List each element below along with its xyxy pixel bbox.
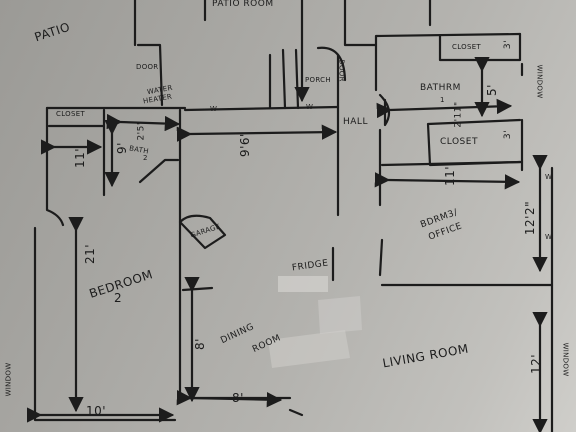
window-label-right-bottom: WINDOW xyxy=(561,342,570,377)
dim-8: 8' xyxy=(192,338,207,350)
dim-8-bottom: 8' xyxy=(232,391,244,405)
window-mark-2: W xyxy=(306,103,314,111)
wall-bath-top xyxy=(374,32,522,92)
closet-label-left: CLOSET xyxy=(56,110,85,118)
tape-strips xyxy=(268,276,362,368)
porch-steps xyxy=(268,48,300,110)
bath2-number: 2 xyxy=(143,154,148,162)
dim-12: 12' xyxy=(529,353,544,375)
garage-shape xyxy=(178,214,227,250)
dim-10: 10' xyxy=(86,404,107,418)
wall-living-top xyxy=(378,238,554,287)
door-swing-left xyxy=(45,106,65,227)
window-label-right-top: WINDOW xyxy=(535,64,544,99)
dim-3: 3' xyxy=(503,39,514,50)
door-label: DOOR xyxy=(136,63,159,71)
dim-12-2: 12'2" xyxy=(523,200,538,236)
dim-3-b: 3' xyxy=(503,129,514,140)
window-mark-3: W xyxy=(545,173,553,181)
bedroom2-number: 2 xyxy=(114,291,123,305)
dim-2-5: 2'5" xyxy=(136,120,147,141)
dim-11-b: 11' xyxy=(443,165,458,187)
wall-bedroom-left-bottom xyxy=(33,226,177,422)
wall-closet-left xyxy=(47,108,106,197)
wall-porch xyxy=(343,0,377,47)
dim-11: 11' xyxy=(73,147,88,169)
window-label-left: WINDOW xyxy=(4,362,13,397)
stair-mark xyxy=(138,158,180,184)
closet-label-top-right: CLOSET xyxy=(452,43,481,51)
closet-label-mid-right: CLOSET xyxy=(440,137,478,147)
bath1-label: BATHRM xyxy=(420,83,461,93)
dim-21: 21' xyxy=(83,243,98,265)
window-mark-4: W xyxy=(545,233,553,241)
door-swing-hall xyxy=(378,93,391,127)
dim-9: 9' xyxy=(114,142,129,154)
patio-room-label: PATIO ROOM xyxy=(212,0,274,9)
dim-9-6: 9'6" xyxy=(238,130,253,158)
porch-door-label: PORCH xyxy=(305,76,331,84)
hall-label: HALL xyxy=(343,117,368,127)
bath1-number: 1 xyxy=(440,96,445,104)
wall-door-jamb xyxy=(133,0,164,107)
window-mark-1: W xyxy=(210,105,218,113)
dim-5: 5' xyxy=(484,84,499,96)
door-vertical-label: DOOR xyxy=(337,59,346,82)
wall-top-middle xyxy=(183,105,340,112)
dim-2-11: 2'11" xyxy=(453,101,464,128)
